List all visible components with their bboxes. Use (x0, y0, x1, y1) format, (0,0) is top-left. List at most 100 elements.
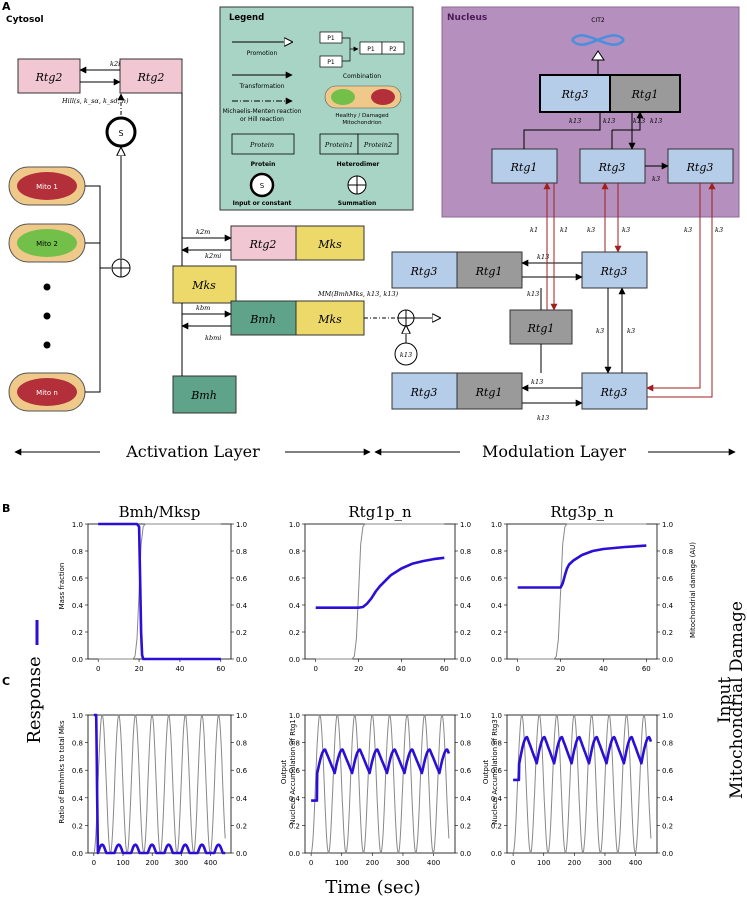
legend-mm-1: Michaelis-Menten reaction (223, 108, 302, 115)
mito-1-label: Mito 1 (36, 183, 58, 191)
panel-letter-c: C (2, 675, 10, 688)
x-tick-label: 0 (96, 665, 100, 673)
output-label-1: Output (280, 760, 288, 785)
y2-tick-label: 0.8 (460, 548, 471, 556)
input-series-line (310, 714, 450, 854)
mito-n-label: Mito n (36, 389, 58, 397)
legend-transformation: Transformation (238, 83, 284, 90)
y-tick-label: 0.2 (289, 822, 300, 830)
y2-tick-label: 0.0 (662, 656, 673, 664)
y2-tick-label: 0.2 (662, 822, 673, 830)
y-tick-label: 0.4 (491, 602, 503, 610)
rate-kout3i: k3 (684, 226, 692, 234)
legend-mm-2: or Hill reaction (240, 116, 284, 123)
mito-damage-axis-title: Mitochondrial Damage (727, 601, 747, 799)
input-axis-title: Input (715, 677, 735, 723)
node-rtg1n-dimer-label: Rtg1 (631, 88, 659, 101)
y-tick-label: 0.8 (72, 740, 83, 748)
y-tick-label: 0.4 (289, 795, 301, 803)
y-tick-label: 0.2 (289, 629, 300, 637)
y-tick-label: 0.0 (289, 850, 300, 858)
y-tick-label: 0.8 (289, 548, 300, 556)
charts-group: Bmh/Mksp 0.0 0.0 0.2 0.2 0.4 0.4 0.6 0.6 0.8 0.8 1.… (72, 503, 674, 867)
y-tick-label: 1.0 (289, 712, 300, 720)
activation-layer-label: Activation Layer (125, 442, 260, 461)
ellipsis-dot (43, 283, 51, 291)
chart-title: Rtg1p_n (348, 503, 412, 521)
chart-frame (506, 523, 658, 660)
y2-tick-label: 0.6 (662, 575, 674, 583)
rate-kc13b-neg: k13 (537, 414, 549, 422)
mito-damage-au-label: Mitochondrial damage (AU) (689, 542, 697, 638)
rate-kni3: k3 (652, 175, 660, 183)
input-series-line (315, 523, 445, 660)
y2-tick-label: 0.4 (662, 602, 674, 610)
legend-title: Legend (229, 13, 264, 23)
y2-tick-label: 1.0 (662, 521, 673, 529)
node-rtg3c-a-dimer (391, 251, 458, 289)
legend-p1-bottom: P1 (327, 59, 335, 66)
node-bmhmks-b (295, 300, 365, 336)
x-tick-label: 400 (427, 859, 440, 867)
x-tick-label: 100 (335, 859, 348, 867)
legend-summation: Summation (338, 200, 376, 207)
rate-kout3a: k3 (587, 226, 595, 234)
legend-s: S (260, 182, 265, 190)
node-rtg1c-dimer-a-label: Rtg1 (475, 265, 503, 278)
y2-tick-label: 0.2 (460, 822, 471, 830)
y2-tick-label: 0.4 (236, 602, 248, 610)
rate-kci3: k3 (596, 327, 604, 335)
y2-tick-label: 1.0 (236, 521, 247, 529)
y-tick-label: 0.6 (72, 575, 84, 583)
rate-kc13a: k13 (527, 290, 539, 298)
rate-kin1: k1 (560, 226, 568, 234)
node-rtg3c-i (581, 372, 648, 410)
y-tick-label: 0.0 (289, 656, 300, 664)
rate-kin3i: k3 (715, 226, 723, 234)
panel-a: A Cytosol Nucleus Legend Promotion Trans… (2, 0, 740, 461)
rate-k2i: k2i (110, 60, 120, 68)
x-tick-label: 100 (537, 859, 550, 867)
rate-k2mi: k2mi (205, 252, 221, 260)
y-tick-label: 0.6 (491, 767, 503, 775)
rate-k2m: k2m (196, 228, 210, 236)
y-tick-label: 0.6 (72, 767, 84, 775)
response-axis-title: Response (24, 656, 45, 743)
y-tick-label: 0.6 (289, 575, 301, 583)
rate-kc13b: k13 (531, 378, 543, 386)
legend-p1-right: P1 (367, 46, 375, 53)
mito-2: Mito 2 (8, 223, 86, 263)
x-tick-label: 40 (397, 665, 406, 673)
x-tick-label: 300 (175, 859, 188, 867)
ratio-label: Ratio of Bmhmks to total Mks (58, 720, 66, 824)
y-tick-label: 0.4 (72, 795, 84, 803)
node-bmhmks-label1: Bmh (249, 313, 276, 326)
y-tick-label: 0.6 (289, 767, 301, 775)
mito-2-label: Mito 2 (36, 240, 58, 248)
response-series-line (512, 735, 653, 782)
input-s-node (105, 116, 137, 148)
node-rtg3c-i-dimer-label: Rtg3 (410, 386, 438, 399)
nucleus-label: Nucleus (447, 13, 487, 23)
hill-label: Hill(s, k_sα, k_sd, n) (61, 97, 129, 105)
x-tick-label: 0 (92, 859, 96, 867)
rate-kout1: k1 (530, 226, 538, 234)
y2-tick-label: 0.6 (662, 767, 674, 775)
y-tick-label: 0.4 (72, 602, 84, 610)
x-tick-label: 300 (598, 859, 611, 867)
y-tick-label: 1.0 (289, 521, 300, 529)
legend-mito-1: Healthy / Damaged (335, 113, 388, 119)
time-axis-title: Time (sec) (325, 877, 420, 898)
rate-kbm: kbm (196, 304, 210, 312)
x-tick-label: 400 (629, 859, 642, 867)
node-rtg3c-i-label: Rtg3 (600, 386, 628, 399)
y-tick-label: 0.4 (289, 602, 301, 610)
x-tick-label: 0 (309, 859, 313, 867)
node-mks-label: Mks (191, 279, 216, 292)
y2-tick-label: 0.4 (662, 795, 674, 803)
x-tick-label: 60 (642, 665, 651, 673)
chart-title: Bmh/Mksp (119, 503, 201, 521)
y2-tick-label: 0.8 (662, 740, 673, 748)
y2-tick-label: 0.2 (460, 629, 471, 637)
